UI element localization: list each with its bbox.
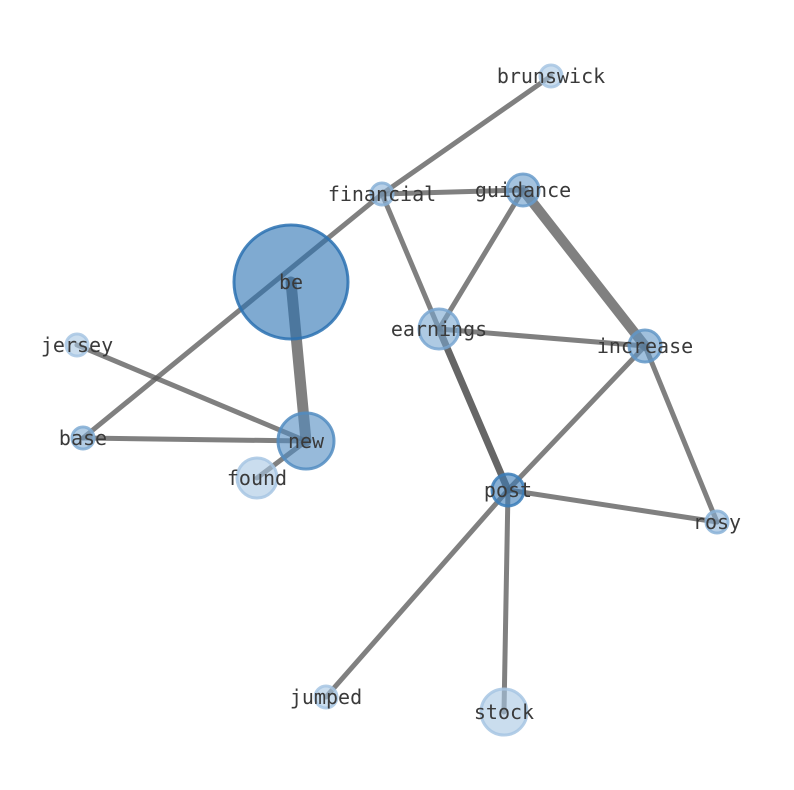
edge-earnings-post [435, 325, 512, 494]
edge-financial-guidance [379, 187, 526, 197]
node-label-post: post [484, 478, 532, 502]
node-label-earnings: earnings [391, 317, 487, 341]
node-label-stock: stock [474, 700, 534, 724]
edge-base-new [80, 435, 309, 444]
edge-guidance-increase [518, 185, 650, 351]
edge-post-jumped [323, 487, 511, 700]
node-stock[interactable] [479, 687, 529, 737]
edge-financial-earnings [379, 191, 442, 332]
labels-layer: be new post guidance increase earnings financi… [41, 64, 741, 724]
node-label-be: be [279, 270, 303, 294]
node-financial[interactable] [369, 181, 395, 207]
nodes-layer [64, 63, 730, 737]
edge-post-rosy [505, 487, 720, 525]
node-guidance[interactable] [505, 172, 541, 208]
node-rosy[interactable] [704, 509, 730, 535]
node-be[interactable] [232, 223, 350, 341]
node-label-jersey: jersey [41, 333, 113, 357]
node-post[interactable] [490, 472, 526, 508]
node-found[interactable] [235, 456, 279, 500]
node-label-financial: financial [328, 182, 436, 206]
edge-increase-rosy [642, 343, 720, 525]
node-jumped[interactable] [313, 684, 339, 710]
edge-post-stock [501, 487, 511, 715]
edge-financial-base [80, 191, 385, 441]
node-base[interactable] [70, 425, 96, 451]
node-label-found: found [227, 466, 287, 490]
edges-layer [74, 73, 720, 715]
edge-guidance-earnings [436, 187, 526, 332]
edge-brunswick-financial [379, 73, 554, 197]
edge-jersey-new [74, 342, 309, 444]
node-label-jumped: jumped [290, 685, 362, 709]
node-earnings[interactable] [417, 307, 461, 351]
node-label-guidance: guidance [475, 178, 571, 202]
node-label-rosy: rosy [693, 510, 741, 534]
node-label-base: base [59, 426, 107, 450]
node-new[interactable] [276, 411, 336, 471]
node-label-increase: increase [597, 334, 693, 358]
node-jersey[interactable] [64, 332, 90, 358]
node-label-brunswick: brunswick [497, 64, 605, 88]
node-increase[interactable] [627, 328, 663, 364]
node-label-new: new [288, 429, 325, 453]
edge-earnings-increase [436, 326, 648, 349]
edge-increase-post [505, 343, 648, 493]
node-brunswick[interactable] [538, 63, 564, 89]
